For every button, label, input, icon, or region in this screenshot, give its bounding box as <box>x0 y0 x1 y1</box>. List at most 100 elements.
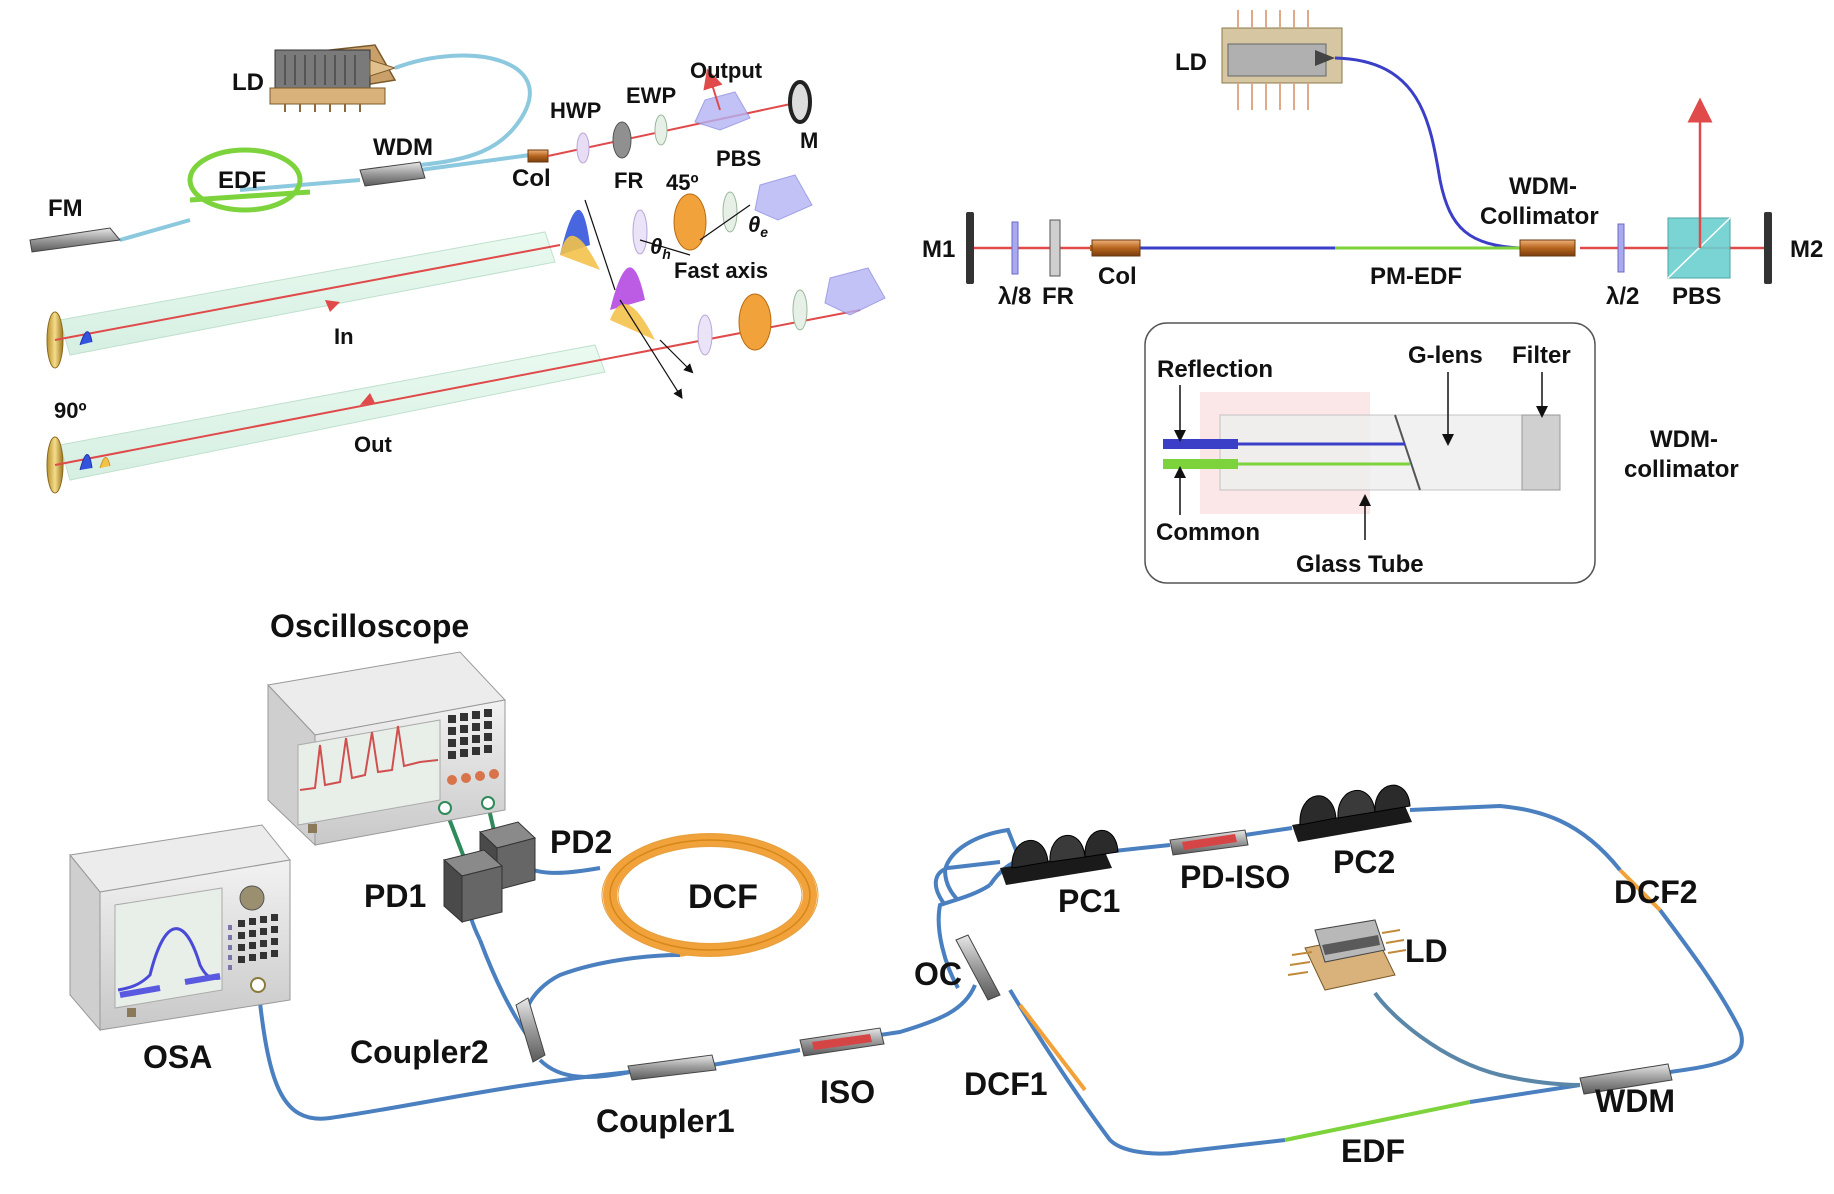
panel-c-label-oc: OC <box>914 956 962 992</box>
panel-b-pump-fiber <box>1334 56 1521 250</box>
panel-a: LD WDM EDF FM Col HWP EWP Output M FR PB… <box>29 44 886 494</box>
panel-b-label-lambda8: λ/8 <box>998 283 1031 310</box>
panel-a-label-fm: FM <box>48 195 83 222</box>
panel-c-output-coupler <box>955 934 1001 1001</box>
panel-b-label-lambda2: λ/2 <box>1606 283 1639 310</box>
panel-b-lambda2-plate <box>1617 223 1625 273</box>
panel-c-laser-diode <box>1287 919 1407 991</box>
inset-common-fiber <box>1163 459 1238 469</box>
panel-a-pulse-out-2 <box>99 457 111 469</box>
panel-a-label-in: In <box>334 324 354 349</box>
panel-a-hwp-2 <box>632 209 648 255</box>
panel-c-coupler1 <box>627 1054 717 1081</box>
panel-b-wdm-collimator <box>1519 239 1576 257</box>
panel-a-pbs-3 <box>824 267 886 316</box>
panel-a-wdm <box>359 161 426 187</box>
panel-c-label-ld: LD <box>1405 933 1448 969</box>
panel-b-label-fr: FR <box>1042 283 1074 310</box>
panel-c-pc2 <box>1292 784 1412 842</box>
panel-a-pbs-2 <box>754 174 813 221</box>
inset-label-filter: Filter <box>1512 342 1571 369</box>
panel-c-label-coupler1: Coupler1 <box>596 1103 735 1139</box>
panel-a-hwp-3 <box>697 314 713 356</box>
panel-a-pulse-in <box>79 331 93 346</box>
panel-b-label-pm-edf: PM-EDF <box>1370 263 1462 290</box>
panel-a-laser-diode <box>269 44 397 112</box>
panel-a-ewp-3 <box>792 289 808 331</box>
panel-b-faraday-rotator <box>1049 219 1061 277</box>
panel-a-label-output: Output <box>690 58 763 83</box>
panel-c-photodetectors <box>442 821 536 924</box>
panel-b: LD M1 λ/8 FR Col PM-EDF WDM- Collimator … <box>922 10 1823 584</box>
osa-spectrum <box>117 927 221 992</box>
panel-a-axes <box>584 199 751 400</box>
panel-c-label-iso: ISO <box>820 1074 875 1110</box>
panel-a-label-out: Out <box>354 432 393 457</box>
panel-a-pump-fiber <box>394 53 532 167</box>
panel-b-collimator <box>1091 239 1141 257</box>
panel-c-osa <box>69 824 291 1032</box>
panel-c-label-dcf2: DCF2 <box>1614 874 1698 910</box>
panel-c-label-pc2: PC2 <box>1333 844 1395 880</box>
panel-a-ewp <box>654 114 668 146</box>
panel-a-hwp <box>576 132 590 164</box>
panel-b-inset: Reflection G-lens Filter Common Glass Tu… <box>1144 322 1596 584</box>
panel-b-label-pbs: PBS <box>1672 283 1721 310</box>
panel-a-label-fast-axis: Fast axis <box>674 258 768 283</box>
panel-c-label-wdm: WDM <box>1595 1083 1675 1119</box>
inset-reflection-fiber <box>1163 439 1238 449</box>
panel-c-pc1 <box>1000 830 1119 885</box>
panel-a-tube-out <box>46 309 861 494</box>
panel-a-pbs <box>694 91 751 131</box>
panel-a-mirror <box>788 80 812 124</box>
oscilloscope-trace <box>299 725 439 791</box>
panel-a-beam-top <box>547 101 801 157</box>
panel-c-label-coupler2: Coupler2 <box>350 1034 489 1070</box>
panel-c-label-pc1: PC1 <box>1058 883 1120 919</box>
panel-b-label-ld: LD <box>1175 49 1207 76</box>
panel-a-label-theta-h: θh <box>650 234 671 262</box>
panel-c-label-edf: EDF <box>1341 1133 1405 1169</box>
panel-a-label-45: 45º <box>666 170 699 195</box>
panel-c: Oscilloscope OSA PD1 PD2 DCF Coupler2 Co… <box>69 608 1744 1169</box>
panel-a-faraday-mirror <box>29 227 121 253</box>
panel-a-spike-purple <box>610 267 645 310</box>
panel-a-fr-3 <box>738 293 772 351</box>
panel-a-spike-yellow <box>560 235 600 270</box>
panel-b-label-wdm-collimator-side-2: collimator <box>1624 456 1739 483</box>
panel-a-output-arrow <box>703 68 723 111</box>
panel-a-collimator <box>527 149 549 163</box>
panel-a-label-pbs: PBS <box>716 146 761 171</box>
panel-a-label-edf: EDF <box>218 167 266 194</box>
panel-a-fr <box>612 121 632 159</box>
panel-c-label-dcf1: DCF1 <box>964 1066 1048 1102</box>
panel-c-oscilloscope <box>266 651 506 847</box>
panel-a-edf-coil <box>187 147 303 213</box>
panel-b-label-col: Col <box>1098 263 1137 290</box>
panel-a-ewp-2 <box>722 191 738 233</box>
panel-a-label-hwp: HWP <box>550 98 601 123</box>
panel-b-mirror-m1 <box>966 212 974 284</box>
panel-a-label-ewp: EWP <box>626 83 676 108</box>
panel-c-wdm <box>1579 1063 1673 1095</box>
panel-a-label-ld: LD <box>232 69 264 96</box>
panel-b-label-wdm-collimator-1: WDM- <box>1509 173 1577 200</box>
panel-a-label-theta-e: θe <box>748 212 768 240</box>
inset-label-common: Common <box>1156 519 1260 546</box>
panel-b-lambda8-plate <box>1011 221 1019 275</box>
inset-label-g-lens: G-lens <box>1408 342 1483 369</box>
panel-a-label-col: Col <box>512 165 551 192</box>
panel-b-label-m2: M2 <box>1790 236 1823 263</box>
panel-a-label-90: 90º <box>54 398 87 423</box>
panel-b-label-m1: M1 <box>922 236 955 263</box>
panel-c-coupler2 <box>515 997 546 1063</box>
panel-c-label-pd2: PD2 <box>550 824 612 860</box>
panel-c-label-pd-iso: PD-ISO <box>1180 859 1290 895</box>
panel-c-label-osa: OSA <box>143 1039 212 1075</box>
panel-b-mirror-m2 <box>1764 212 1772 284</box>
panel-a-pulse-out-1 <box>79 454 93 471</box>
panel-c-dcf-coil <box>601 833 819 957</box>
panel-a-tube-in <box>46 231 561 369</box>
